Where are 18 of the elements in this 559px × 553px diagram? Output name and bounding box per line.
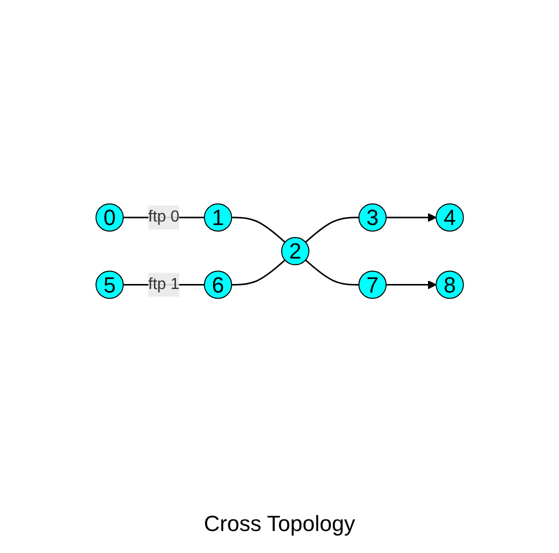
connector <box>304 217 359 244</box>
edge-label: ftp 1 <box>148 276 180 294</box>
connector <box>231 217 286 244</box>
node-circle: 7 <box>358 271 386 300</box>
node-circle: 2 <box>280 237 310 266</box>
node-circle: 4 <box>435 204 464 232</box>
arrow <box>386 280 436 290</box>
node-circle: 0 <box>95 204 124 232</box>
edge-label: ftp 0 <box>148 208 180 226</box>
node-circle: 3 <box>358 204 386 232</box>
node-circle: 8 <box>435 271 464 300</box>
node-circle: 5 <box>95 271 124 300</box>
node-circle: 6 <box>204 271 232 300</box>
connector <box>231 260 286 286</box>
caption: Cross Topology <box>204 511 356 537</box>
arrow <box>386 213 436 222</box>
connector <box>304 260 359 286</box>
node-circle: 1 <box>204 204 232 232</box>
